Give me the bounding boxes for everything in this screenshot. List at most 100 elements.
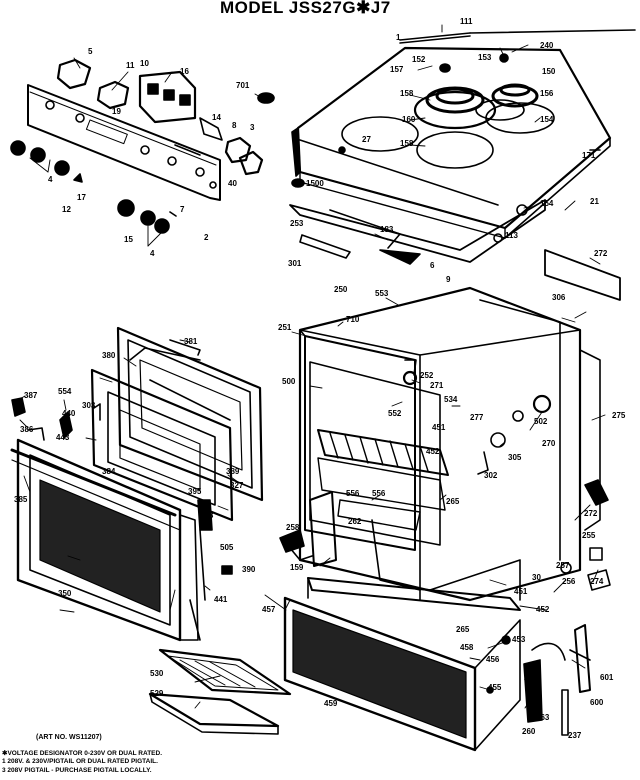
- part-number-label: 389: [226, 467, 240, 476]
- part-number-label: 2: [204, 233, 209, 242]
- part-number-label: 453: [512, 635, 526, 644]
- part-number-label: 455: [488, 683, 502, 692]
- part-number-label: 258: [286, 523, 300, 532]
- part-number-label: 152: [412, 55, 426, 64]
- part-number-label: 301: [288, 259, 302, 268]
- switch-block: [56, 58, 275, 176]
- part-number-label: 456: [486, 655, 500, 664]
- footnote-line: 3 208V PIGTAIL - PURCHASE PIGTAIL LOCALL…: [2, 766, 152, 774]
- part-number-label: 350: [58, 589, 72, 598]
- part-number-label: 3: [250, 123, 255, 132]
- part-number-label: 305: [508, 453, 522, 462]
- part-number-label: 265: [456, 625, 470, 634]
- part-number-label: 10: [140, 59, 149, 68]
- part-number-label: 395: [188, 487, 202, 496]
- part-number-label: 530: [150, 669, 164, 678]
- part-number-label: 600: [590, 698, 604, 707]
- part-number-label: 150: [542, 67, 556, 76]
- part-number-label: 9: [446, 275, 451, 284]
- part-number-label: 500: [282, 377, 296, 386]
- part-number-label: 302: [484, 471, 498, 480]
- part-number-label: 244: [524, 673, 538, 682]
- cooktop: [291, 46, 612, 239]
- part-number-label: 452: [426, 447, 440, 456]
- main-top-frame: [289, 178, 621, 301]
- part-number-label: 263: [536, 713, 550, 722]
- part-number-label: 388: [200, 511, 214, 520]
- part-number-label: 1: [396, 33, 401, 42]
- part-number-label: 265: [446, 497, 460, 506]
- part-number-label: 271: [430, 381, 444, 390]
- part-number-label: 19: [112, 107, 121, 116]
- part-number-label: 458: [460, 643, 474, 652]
- storage-drawer: [283, 559, 521, 752]
- part-number-label: 452: [536, 605, 550, 614]
- part-number-label: 272: [584, 509, 598, 518]
- part-number-label: 601: [600, 673, 614, 682]
- part-number-label: 380: [102, 351, 116, 360]
- part-number-label: 11: [126, 61, 135, 70]
- part-number-label: 554: [58, 387, 72, 396]
- part-number-label: 257: [556, 561, 570, 570]
- oven-rack: [317, 429, 449, 531]
- part-number-label: 183: [380, 225, 394, 234]
- part-number-label: 159: [290, 563, 304, 572]
- part-number-label: 6: [430, 261, 435, 270]
- part-number-label: 30: [532, 573, 541, 582]
- model-title: MODEL JSS27G✱J7: [220, 0, 391, 17]
- part-number-label: 270: [542, 439, 556, 448]
- part-number-label: 441: [214, 595, 228, 604]
- footnote-line: 1 208V. & 230V/PIGTAIL OR DUAL RATED PIG…: [2, 758, 158, 766]
- part-number-label: 710: [346, 315, 360, 324]
- hinge-parts: [59, 403, 233, 641]
- part-number-label: 252: [420, 371, 434, 380]
- part-number-label: 5: [88, 47, 93, 56]
- part-number-label: 12: [62, 205, 71, 214]
- part-number-label: 156: [540, 89, 554, 98]
- art-number: (ART NO. WS11207): [36, 734, 102, 741]
- voltage-footnotes: ✱VOLTAGE DESIGNATOR 0-230V OR DUAL RATED…: [2, 750, 162, 775]
- part-number-label: 387: [24, 391, 38, 400]
- part-number-label: 260: [522, 727, 536, 736]
- top-trim-strip: [399, 29, 636, 44]
- part-number-label: 40: [228, 179, 237, 188]
- part-number-label: 171: [582, 151, 596, 160]
- part-number-label: 556: [372, 489, 386, 498]
- control-panel: [27, 84, 221, 201]
- part-number-label: 451: [432, 423, 446, 432]
- side-bracket: [279, 491, 421, 591]
- part-number-label: 251: [278, 323, 292, 332]
- oven-door-inner: [90, 368, 234, 522]
- part-number-label: 17: [77, 193, 86, 202]
- control-knobs: [10, 140, 177, 234]
- part-number-label: 381: [184, 337, 198, 346]
- part-number-label: 275: [612, 411, 626, 420]
- part-number-label: 385: [14, 495, 28, 504]
- part-number-label: 277: [470, 413, 484, 422]
- part-number-label: 274: [590, 577, 604, 586]
- part-number-label: 459: [324, 699, 338, 708]
- part-number-label: 113: [505, 231, 518, 240]
- part-number-label: 1500: [306, 179, 324, 188]
- part-number-label: 262: [348, 517, 362, 526]
- part-number-label: 237: [568, 731, 582, 740]
- part-number-label: 15: [124, 235, 133, 244]
- part-number-label: 553: [375, 289, 389, 298]
- part-number-label: 16: [180, 67, 189, 76]
- part-number-label: 384: [102, 467, 116, 476]
- part-number-label: 303: [82, 401, 96, 410]
- part-number-label: 153: [478, 53, 492, 62]
- part-number-label: 552: [388, 409, 402, 418]
- part-number-label: 158: [400, 139, 414, 148]
- part-number-label: 255: [582, 531, 596, 540]
- oven-door-front: [10, 397, 199, 642]
- part-number-label: 158: [400, 89, 414, 98]
- part-number-label: 451: [514, 587, 528, 596]
- part-number-label: 529: [150, 689, 164, 698]
- part-number-label: 306: [552, 293, 566, 302]
- part-number-label: 160: [402, 115, 416, 124]
- part-number-label: 250: [334, 285, 348, 294]
- part-number-label: 253: [290, 219, 304, 228]
- part-number-label: 327: [230, 481, 244, 490]
- part-number-label: 21: [590, 197, 599, 206]
